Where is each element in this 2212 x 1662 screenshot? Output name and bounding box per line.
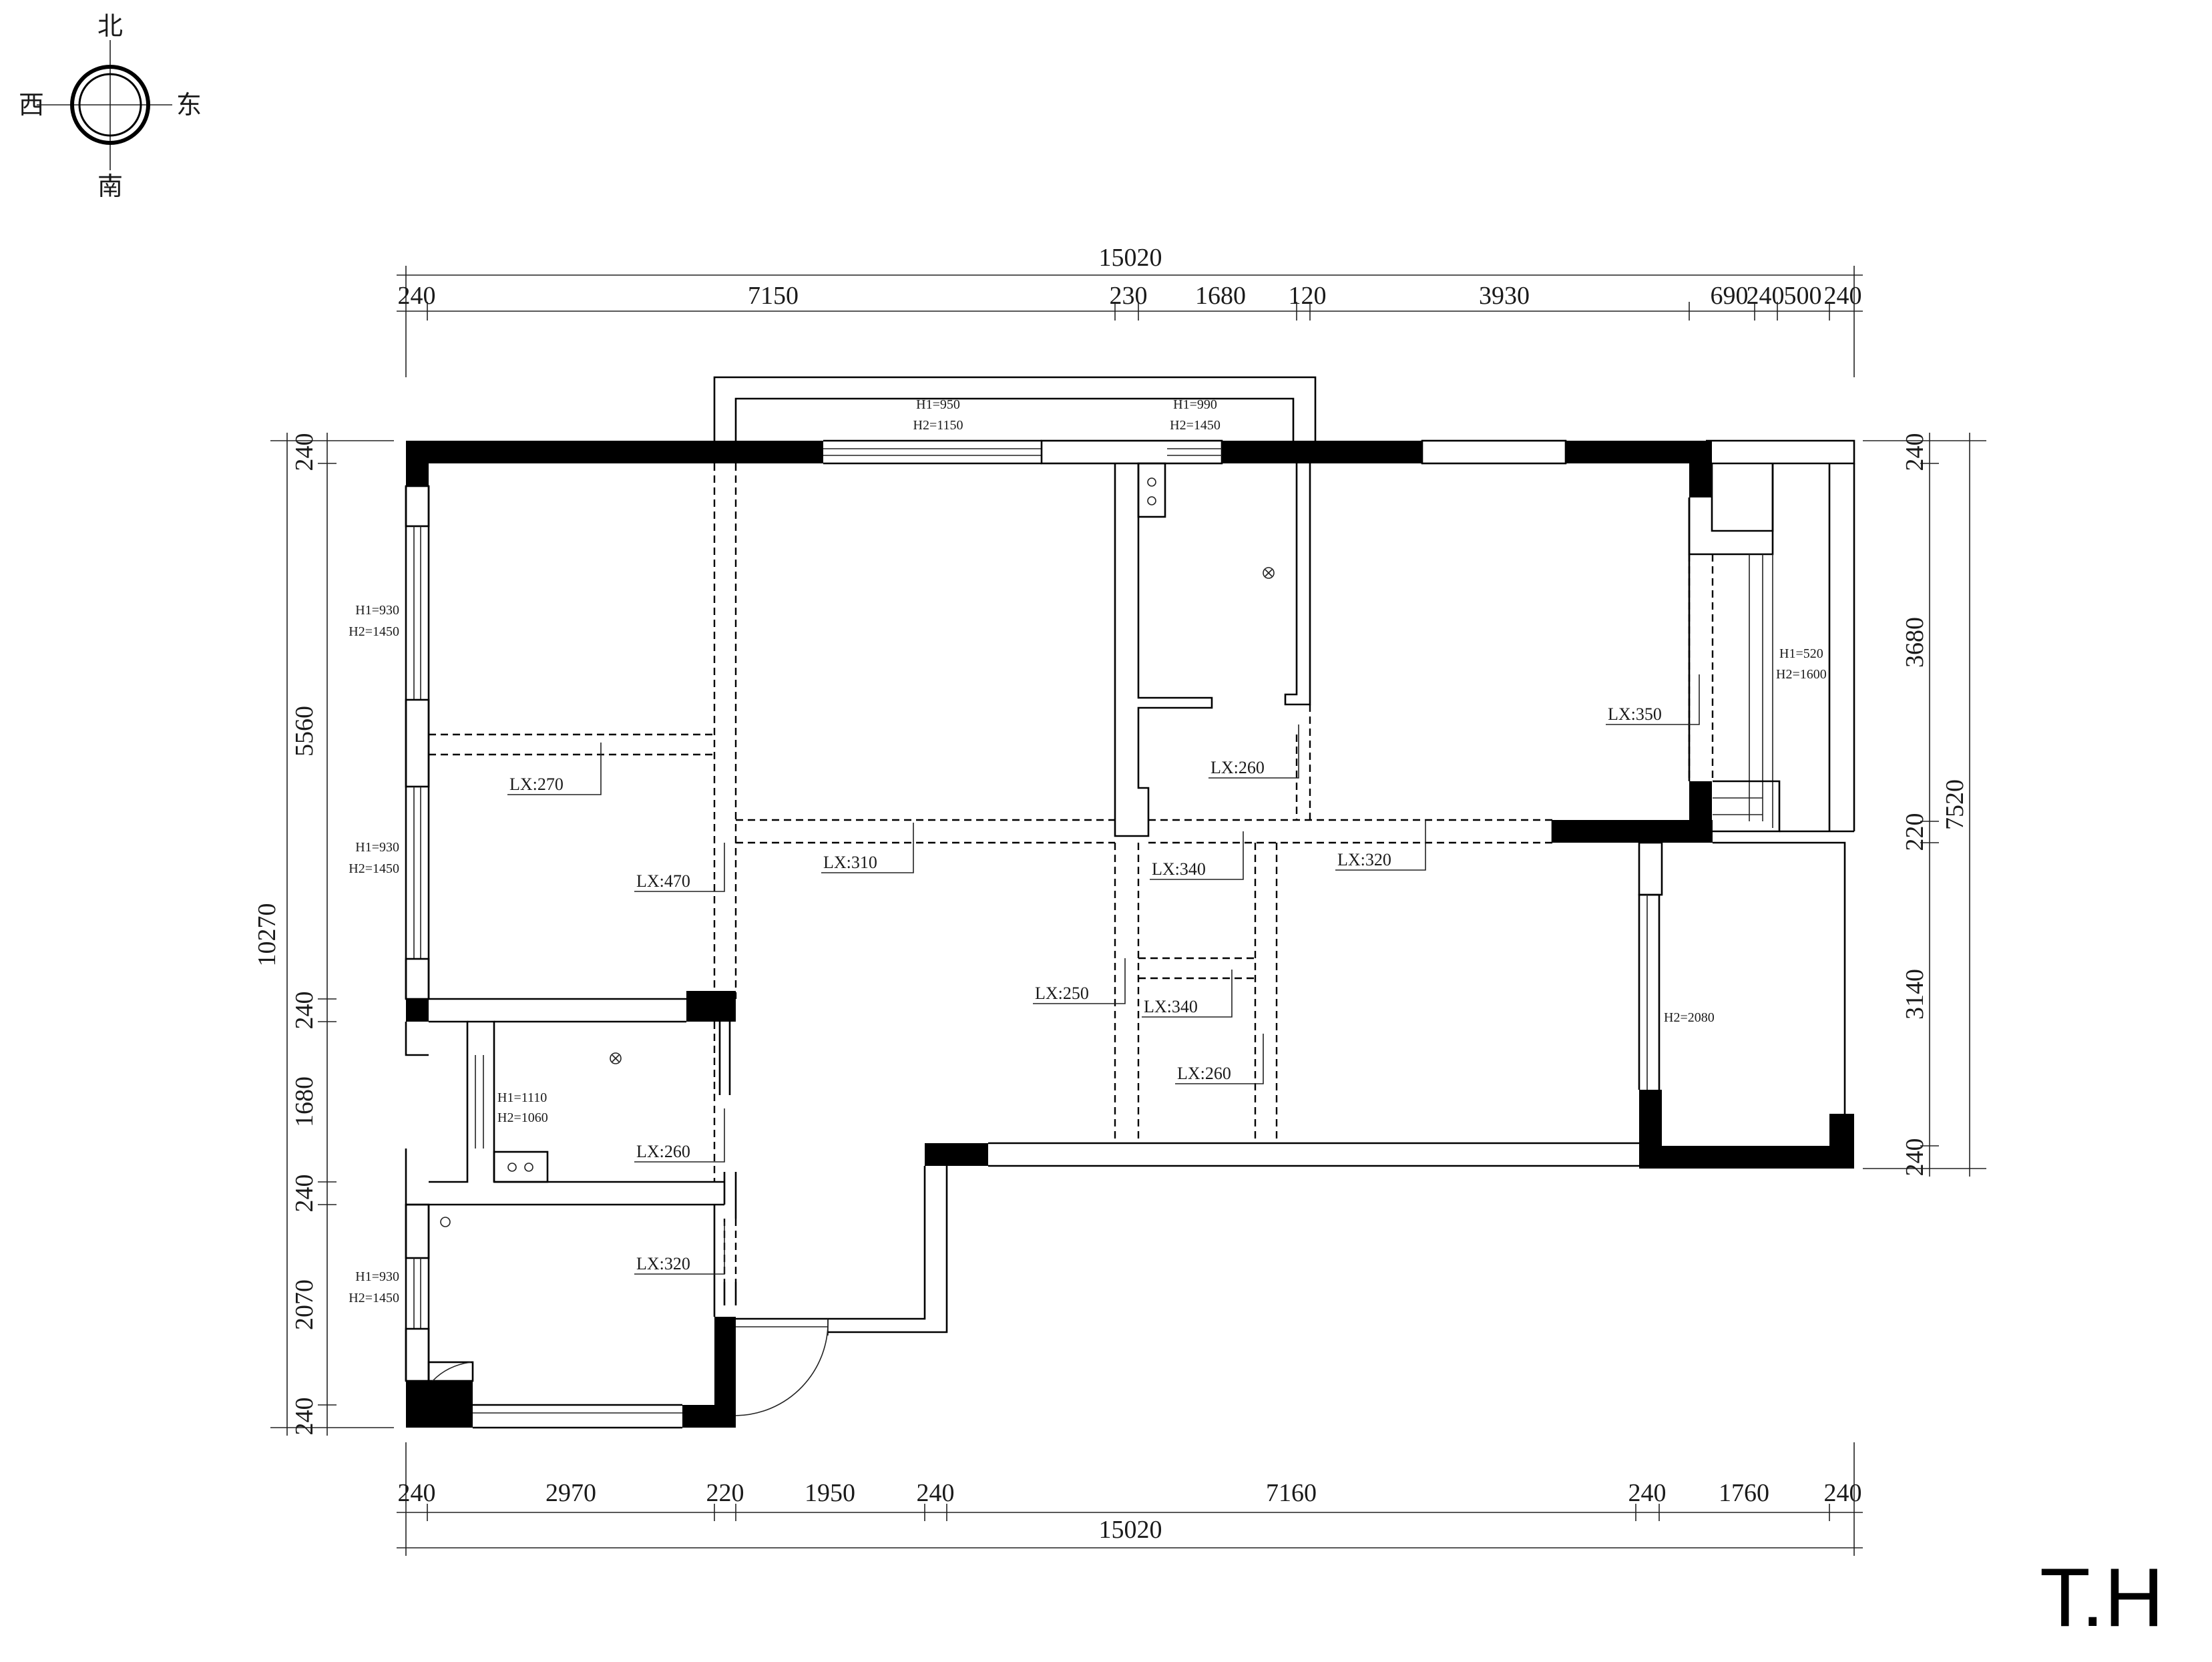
window-h1-label: H1=950 bbox=[916, 397, 960, 412]
left-dimension: 5560 bbox=[290, 706, 318, 757]
top-dimension: 500 bbox=[1784, 282, 1822, 310]
beam-label: LX:260 bbox=[1210, 758, 1265, 777]
top-dimension: 240 bbox=[1747, 282, 1785, 310]
beam-label: LX:270 bbox=[509, 775, 564, 794]
bottom-dimension: 220 bbox=[706, 1479, 744, 1507]
left-dimension: 240 bbox=[290, 433, 318, 471]
bottom-dimension: 240 bbox=[398, 1479, 436, 1507]
left-dimension: 240 bbox=[290, 1398, 318, 1436]
compass-west-label: 西 bbox=[19, 90, 44, 120]
window-h2-label: H2=1600 bbox=[1776, 667, 1827, 682]
beam-label: LX:340 bbox=[1152, 859, 1206, 879]
beam-label: LX:340 bbox=[1144, 997, 1198, 1016]
window-h1-label: H1=520 bbox=[1779, 646, 1823, 661]
beam-lines bbox=[429, 463, 1714, 1282]
window-h2-label: H2=1450 bbox=[349, 624, 399, 639]
right-dimension: 3680 bbox=[1901, 617, 1929, 668]
beam-label: LX:260 bbox=[1177, 1064, 1231, 1083]
left-dimension-chain: 240 5560 240 1680 240 2070 240 10270 bbox=[253, 433, 394, 1436]
top-dimension: 240 bbox=[398, 282, 436, 310]
window-h1-label: H1=930 bbox=[355, 840, 399, 855]
top-dimension-chain: 15020 240 7150 230 1680 120 3930 690 240… bbox=[397, 244, 1863, 377]
top-dimension: 7150 bbox=[748, 282, 799, 310]
window-h1-label: H1=990 bbox=[1173, 397, 1217, 412]
beam-label: LX:350 bbox=[1608, 704, 1662, 724]
window-h2-label: H2=1450 bbox=[349, 861, 399, 876]
top-dimension: 1680 bbox=[1195, 282, 1246, 310]
window-h2-label: H2=1450 bbox=[349, 1291, 399, 1305]
window-h1-label: H1=930 bbox=[355, 1269, 399, 1284]
right-dimension: 240 bbox=[1901, 433, 1929, 471]
window-h1-label: H1=930 bbox=[355, 603, 399, 618]
bottom-dimension: 7160 bbox=[1266, 1479, 1317, 1507]
top-dimension: 230 bbox=[1110, 282, 1148, 310]
left-total-dimension: 10270 bbox=[253, 903, 281, 967]
compass-south-label: 南 bbox=[97, 172, 123, 201]
bottom-dimension: 2970 bbox=[545, 1479, 596, 1507]
beam-label: LX:320 bbox=[1337, 850, 1391, 869]
window-h2-label: H2=1450 bbox=[1170, 418, 1221, 433]
window-h2-label: H2=1060 bbox=[497, 1110, 548, 1125]
door-height-label: H2=2080 bbox=[1664, 1010, 1715, 1025]
top-dimension: 690 bbox=[1711, 282, 1749, 310]
window-h1-label: H1=1110 bbox=[497, 1090, 547, 1105]
compass-rose: 北 南 西 东 bbox=[19, 11, 202, 201]
right-dimension: 3140 bbox=[1901, 969, 1929, 1020]
beam-label: LX:310 bbox=[823, 853, 877, 872]
compass-east-label: 东 bbox=[176, 90, 202, 120]
beam-label: LX:470 bbox=[636, 871, 690, 891]
structural-walls bbox=[406, 441, 1854, 1428]
window-height-notes: H1=950 H2=1150 H1=990 H2=1450 H1=930 H2=… bbox=[349, 397, 1826, 1305]
top-dimension: 240 bbox=[1824, 282, 1862, 310]
right-dimension: 240 bbox=[1901, 1138, 1929, 1177]
top-dimension: 3930 bbox=[1479, 282, 1530, 310]
bottom-dimension: 1760 bbox=[1719, 1479, 1769, 1507]
wall-outlines bbox=[405, 376, 1855, 1429]
left-dimension: 240 bbox=[290, 992, 318, 1030]
window-h2-label: H2=1150 bbox=[913, 418, 963, 433]
left-dimension: 2070 bbox=[290, 1279, 318, 1330]
bottom-dimension: 1950 bbox=[805, 1479, 855, 1507]
left-dimension: 1680 bbox=[290, 1076, 318, 1127]
beam-label: LX:320 bbox=[636, 1254, 690, 1273]
compass-north-label: 北 bbox=[97, 11, 123, 41]
bottom-dimension: 240 bbox=[1628, 1479, 1667, 1507]
beam-annotations: LX:270 LX:470 LX:310 LX:260 LX:350 LX:34… bbox=[507, 674, 1700, 1275]
right-dimension-chain: 240 3680 220 3140 240 7520 bbox=[1863, 433, 1986, 1177]
beam-label: LX:260 bbox=[636, 1142, 690, 1161]
right-dimension: 220 bbox=[1901, 813, 1929, 851]
top-total-dimension: 15020 bbox=[1099, 244, 1162, 272]
left-dimension: 240 bbox=[290, 1175, 318, 1213]
bottom-dimension: 240 bbox=[1824, 1479, 1862, 1507]
right-total-dimension: 7520 bbox=[1941, 779, 1969, 830]
brand-mark: T.H bbox=[2040, 1552, 2164, 1644]
bottom-dimension-chain: 240 2970 220 1950 240 7160 240 1760 240 … bbox=[397, 1442, 1863, 1556]
top-dimension: 120 bbox=[1289, 282, 1327, 310]
beam-label: LX:250 bbox=[1035, 984, 1089, 1003]
bottom-dimension: 240 bbox=[917, 1479, 955, 1507]
bottom-total-dimension: 15020 bbox=[1099, 1516, 1162, 1544]
